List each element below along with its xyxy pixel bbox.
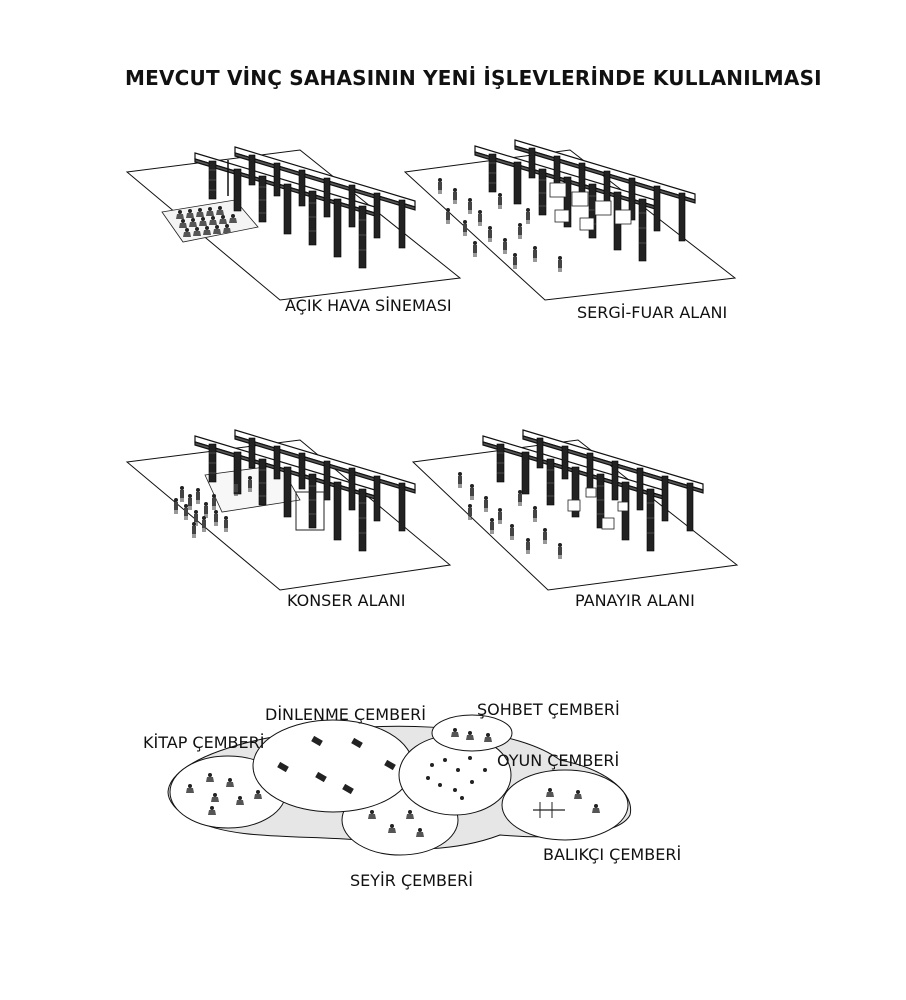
panel-panayir-alani	[411, 429, 739, 591]
label-oyun-cemberi: OYUN ÇEMBERİ	[497, 751, 620, 770]
label-acik-hava-sinemasi: AÇIK HAVA SİNEMASI	[285, 296, 452, 315]
label-seyir-cemberi: SEYİR ÇEMBERİ	[350, 871, 473, 890]
label-konser-alani: KONSER ALANI	[287, 591, 406, 610]
label-dinlenme-cemberi: DİNLENME ÇEMBERİ	[265, 705, 427, 724]
balikci-circle	[501, 769, 629, 841]
panel-sergi-fuar-alani	[403, 139, 737, 301]
panel-konser-alani	[125, 429, 452, 591]
label-balikci-cemberi: BALIKÇI ÇEMBERİ	[543, 845, 682, 864]
panel-acik-hava-sinemasi	[125, 146, 462, 301]
circles-diagram	[167, 714, 632, 856]
label-panayir-alani: PANAYIR ALANI	[575, 591, 695, 610]
label-sohbet-cemberi: ŞOHBET ÇEMBERİ	[477, 700, 620, 719]
label-kitap-cemberi: KİTAP ÇEMBERİ	[143, 733, 265, 752]
label-sergi-fuar-alani: SERGİ-FUAR ALANI	[577, 303, 728, 322]
circle-contents	[186, 728, 600, 837]
page-title: MEVCUT VİNÇ SAHASININ YENİ İŞLEVLERİNDE …	[125, 66, 822, 90]
